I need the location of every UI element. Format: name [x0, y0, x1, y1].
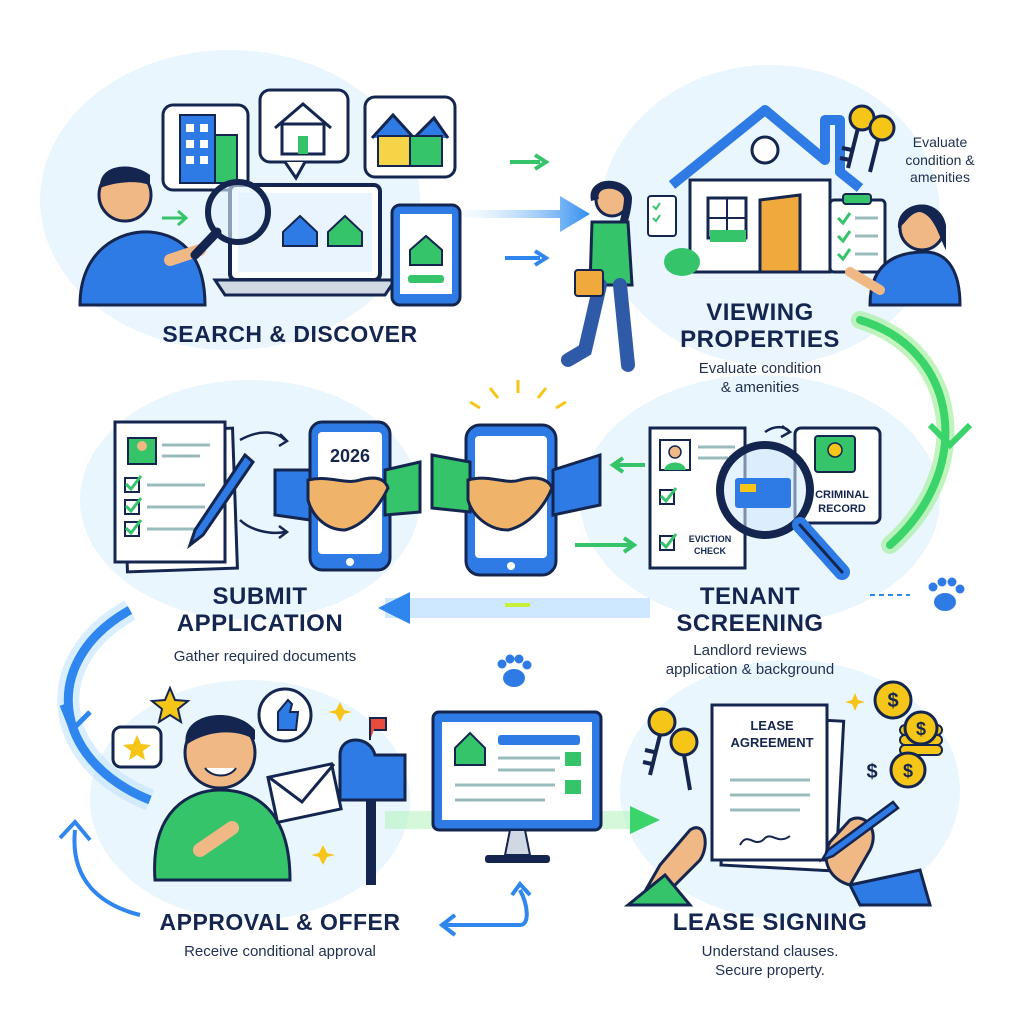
submit-title-line2: APPLICATION [176, 609, 344, 637]
coin-dollar-1: $ [887, 690, 898, 712]
tablet-icon [390, 203, 462, 307]
document-icon [113, 420, 239, 574]
coin-dollar-3: $ [903, 761, 913, 781]
submit-title-line1: SUBMIT [212, 583, 308, 610]
approval-illustration [111, 685, 603, 885]
pen-icon [187, 452, 255, 550]
lease-document [710, 703, 846, 873]
screening-title-line1: TENANT [699, 583, 801, 610]
pen-icon [819, 800, 900, 863]
handshake-icon [273, 460, 422, 532]
person-searching [78, 166, 207, 307]
viewing-callout-line1: Evaluate [912, 134, 968, 150]
phone-year-label: 2026 [330, 446, 370, 466]
house-icon [664, 105, 864, 276]
key-icon [839, 104, 896, 173]
star-icon [149, 685, 191, 725]
coin-icon [873, 680, 943, 789]
lease-desc: Understand clauses. Secure property. [640, 943, 900, 981]
screening-desc-line1: Landlord reviews [693, 642, 807, 659]
happy-man [153, 714, 292, 882]
magnifier-icon [716, 441, 850, 580]
mailbox-icon [338, 717, 407, 885]
viewing-title-line2: PROPERTIES [680, 325, 840, 353]
monitor-icon [431, 710, 603, 863]
key-icon [642, 707, 699, 791]
submit-illustration [113, 420, 422, 574]
viewing-title-line1: VIEWING [706, 299, 814, 326]
viewing-callout-line3: amenities [910, 169, 970, 185]
flow-arrows [57, 153, 973, 937]
search-illustration [78, 88, 462, 307]
paw-icon [928, 577, 965, 611]
submit-title: SUBMIT APPLICATION [140, 583, 380, 638]
viewing-callout-line2: condition & [905, 151, 975, 168]
viewing-title: VIEWING PROPERTIES [640, 299, 880, 354]
handshake-icon [430, 452, 602, 532]
screening-desc: Landlord reviews application & backgroun… [620, 642, 880, 680]
criminal-record-label-1: CRIMINAL [815, 489, 869, 501]
viewing-desc: Evaluate condition & amenities [640, 360, 880, 398]
lease-desc-line1: Understand clauses. [701, 943, 839, 960]
lease-desc-line2: Secure property. [715, 961, 825, 979]
dollar-sign: $ [866, 761, 877, 783]
clipboard-icon [828, 193, 887, 274]
lease-doc-label-2: AGREEMENT [730, 735, 813, 750]
coin-dollar-2: $ [916, 719, 926, 739]
building-icon [161, 103, 250, 192]
speech-bubble-star [111, 725, 163, 769]
lease-doc-label-1: LEASE [750, 718, 794, 733]
envelope-icon [266, 762, 343, 825]
submit-desc: Gather required documents [173, 648, 357, 665]
lease-illustration [623, 680, 943, 907]
lease-title: LEASE SIGNING [672, 909, 868, 936]
walking-woman [561, 180, 677, 372]
screening-illustration [430, 380, 965, 687]
paw-icon [497, 654, 532, 687]
screening-desc-line2: application & background [665, 660, 835, 678]
viewing-desc-line2: & amenities [720, 378, 800, 396]
viewing-desc-line1: Evaluate condition [698, 360, 822, 377]
approval-title: APPROVAL & OFFER [159, 909, 401, 935]
criminal-record-label-2: RECORD [818, 503, 866, 515]
screening-title: TENANT SCREENING [630, 583, 870, 638]
screening-title-line2: SCREENING [676, 609, 824, 637]
agent-person [845, 204, 962, 307]
sparkle-lines [469, 380, 567, 410]
eviction-check-label-2: CHECK [694, 546, 727, 556]
viewing-illustration [561, 104, 962, 372]
magnifier-icon [190, 179, 271, 260]
small-arrow [162, 209, 189, 227]
house-icon [363, 95, 457, 179]
search-title: SEARCH & DISCOVER [162, 321, 418, 347]
house-icon [258, 88, 350, 181]
viewing-callout: Evaluate condition & amenities [880, 134, 1000, 187]
id-card-icon [793, 426, 882, 525]
approval-desc: Receive conditional approval [184, 943, 376, 960]
thumbs-up-icon [257, 687, 313, 743]
eviction-check-label-1: EVICTION [689, 534, 732, 544]
